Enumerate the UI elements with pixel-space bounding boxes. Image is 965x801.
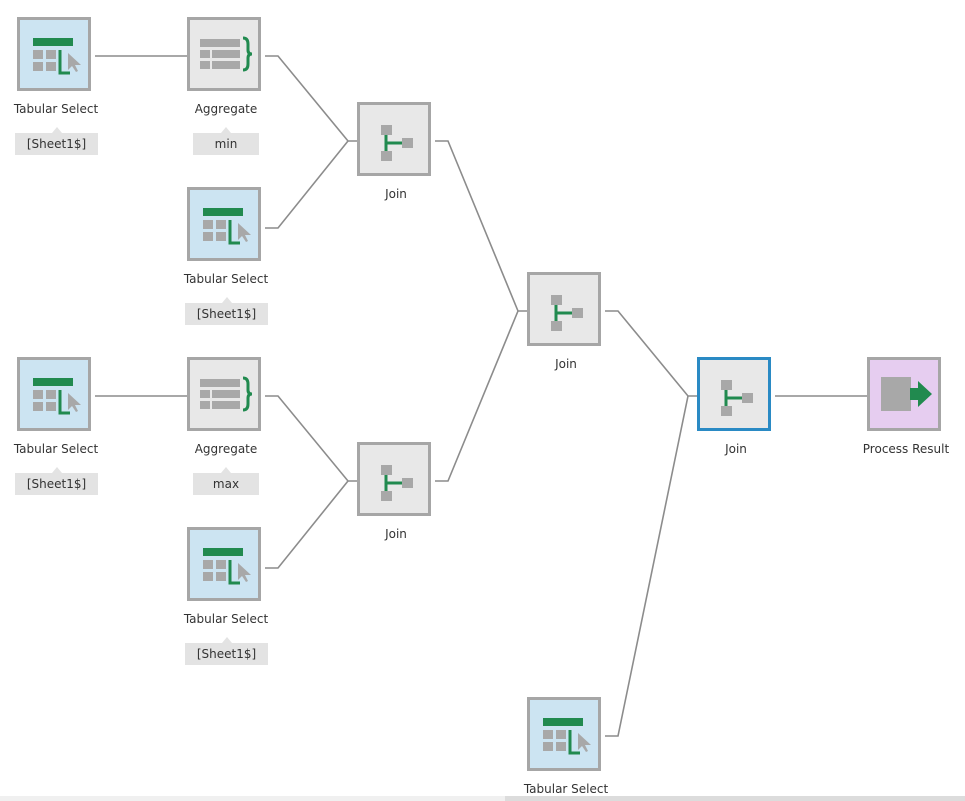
join-icon	[381, 125, 413, 161]
node-label: Tabular Select	[523, 782, 609, 796]
tabular-select-icon	[203, 548, 251, 585]
node-join-1[interactable]	[357, 102, 431, 176]
node-tag: [Sheet1$]	[185, 297, 268, 325]
node-label: Tabular Select	[13, 442, 99, 456]
tabular-select-icon	[203, 208, 251, 245]
node-label: Join	[725, 442, 747, 456]
node-tabular-select-1[interactable]	[17, 17, 91, 91]
connector-agg2-join2	[265, 395, 357, 482]
node-label: Process Result	[862, 442, 950, 456]
node-join-2[interactable]	[357, 442, 431, 516]
connector-join3-join4	[605, 310, 697, 397]
node-tabular-select-5[interactable]	[527, 697, 601, 771]
aggregate-icon	[200, 376, 253, 412]
connector-ts4-join2	[265, 480, 349, 569]
node-label: Tabular Select	[183, 272, 269, 286]
join-icon	[551, 295, 583, 331]
node-label: Tabular Select	[13, 102, 99, 116]
node-label: Aggregate	[194, 442, 258, 456]
connector-agg1-join1	[265, 55, 357, 142]
aggregate-icon	[200, 36, 253, 72]
connector-join2-join3	[435, 310, 519, 482]
node-tag: [Sheet1$]	[185, 637, 268, 665]
node-label: Aggregate	[194, 102, 258, 116]
node-tag: [Sheet1$]	[15, 127, 98, 155]
horizontal-scrollbar[interactable]	[0, 796, 965, 801]
node-tag: [Sheet1$]	[15, 467, 98, 495]
tabular-select-icon	[543, 718, 591, 755]
tabular-select-icon	[33, 38, 81, 75]
node-aggregate-2[interactable]	[187, 357, 261, 431]
node-join-4[interactable]	[697, 357, 771, 431]
tabular-select-icon	[33, 378, 81, 415]
join-icon	[721, 380, 753, 416]
node-join-3[interactable]	[527, 272, 601, 346]
scrollbar-thumb[interactable]	[505, 796, 965, 801]
node-process-result[interactable]	[867, 357, 941, 431]
node-label: Join	[555, 357, 577, 371]
node-label: Tabular Select	[183, 612, 269, 626]
node-tag: max	[193, 467, 259, 495]
node-aggregate-1[interactable]	[187, 17, 261, 91]
join-icon	[381, 465, 413, 501]
node-label: Join	[385, 527, 407, 541]
node-tabular-select-2[interactable]	[187, 187, 261, 261]
process-result-icon	[881, 377, 932, 411]
connector-ts2-join1	[265, 140, 349, 229]
node-label: Join	[385, 187, 407, 201]
connector-join1-join3	[435, 140, 527, 312]
connector-ts5-join4	[605, 395, 689, 737]
node-tag: min	[193, 127, 259, 155]
node-tabular-select-3[interactable]	[17, 357, 91, 431]
node-tabular-select-4[interactable]	[187, 527, 261, 601]
